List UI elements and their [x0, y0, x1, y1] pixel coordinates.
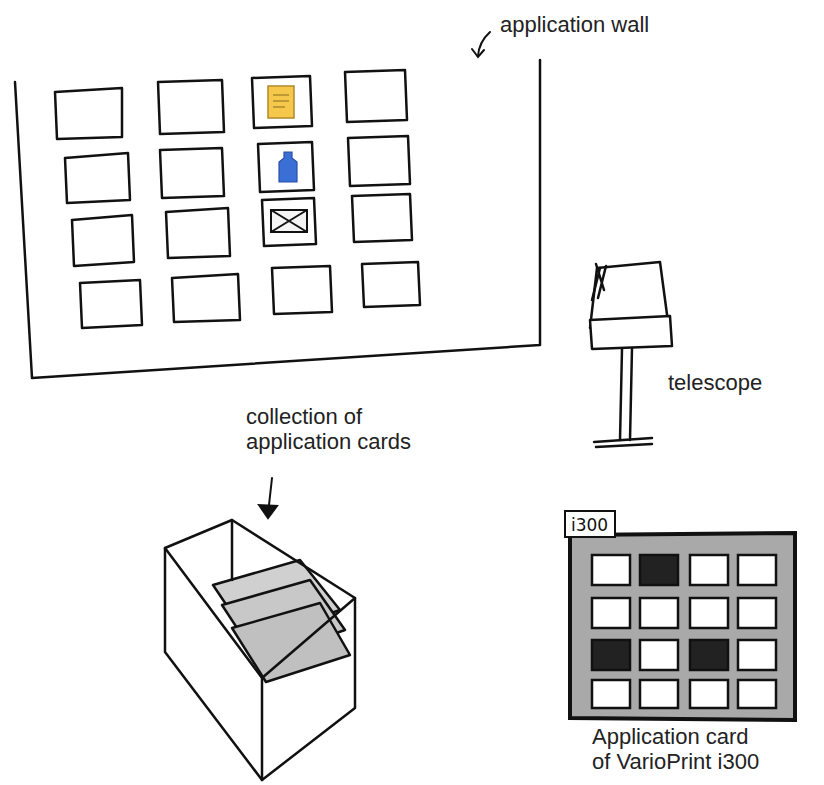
envelope-body: [271, 210, 307, 232]
telescope-base: [594, 438, 652, 447]
caption-label: Application card of VarioPrint i300: [592, 724, 767, 775]
envelope-flap: [271, 210, 307, 232]
app-slot: [55, 88, 122, 139]
document-icon: [268, 86, 294, 118]
application-wall: [15, 60, 540, 378]
grid-cell: [738, 640, 776, 670]
card-tab: i300: [564, 510, 616, 538]
app-slot: [345, 70, 407, 122]
box-divider: [231, 520, 234, 580]
app-slot: [158, 80, 224, 134]
caption-label: telescope: [668, 370, 762, 395]
app-slot: [262, 198, 316, 246]
telescope-hatch: [592, 264, 606, 300]
app-slot: [272, 266, 332, 314]
app-slot: [252, 76, 312, 128]
wall-outline: [15, 60, 540, 378]
bottle-icon: [279, 152, 297, 182]
grid-cell: [592, 680, 630, 708]
app-slot: [72, 215, 134, 266]
grid-cell: [640, 680, 678, 708]
model-tag: i300: [571, 515, 608, 535]
app-slot: [172, 274, 240, 322]
app-slot: [80, 280, 142, 328]
grid-cell: [690, 680, 728, 708]
document-icon-lines: [273, 95, 289, 107]
grid-cell: [690, 555, 728, 585]
grid-cell: [690, 598, 728, 628]
app-slot: [348, 136, 410, 186]
box-edges: [165, 548, 355, 780]
telescope-body: [590, 316, 672, 349]
grid-cell: [640, 640, 678, 670]
app-slot: [352, 194, 412, 242]
card-grid: [592, 555, 776, 708]
grid-cell: [592, 598, 630, 628]
card: [232, 603, 350, 682]
grid-cell: [640, 598, 678, 628]
leader-arrow: [472, 32, 490, 57]
leader-arrow: [259, 478, 277, 518]
box-outline: [165, 520, 355, 780]
grid-cell: [592, 640, 630, 670]
app-slot: [65, 153, 130, 203]
telescope-pole: [620, 348, 632, 440]
app-slot: [166, 208, 230, 258]
card-body: [570, 533, 795, 720]
arrow-head: [472, 49, 484, 57]
grid-cell: [738, 598, 776, 628]
document-icon-body: [268, 86, 294, 118]
telescope-sketch: [590, 262, 672, 447]
grid-cell: [738, 555, 776, 585]
application-card: [570, 533, 795, 720]
arrow-head: [259, 505, 277, 518]
caption-label: application wall: [500, 12, 649, 37]
envelope-icon: [271, 210, 307, 232]
app-slot: [362, 262, 420, 307]
leader-line: [478, 32, 490, 56]
card-box: [165, 520, 355, 780]
grid-cell: [640, 555, 678, 585]
grid-cell: [738, 680, 776, 708]
app-slot: [160, 148, 224, 198]
grid-cell: [690, 640, 728, 670]
grid-cell: [592, 555, 630, 585]
caption-label: collection of application cards: [246, 404, 436, 455]
app-slot: [258, 142, 314, 192]
